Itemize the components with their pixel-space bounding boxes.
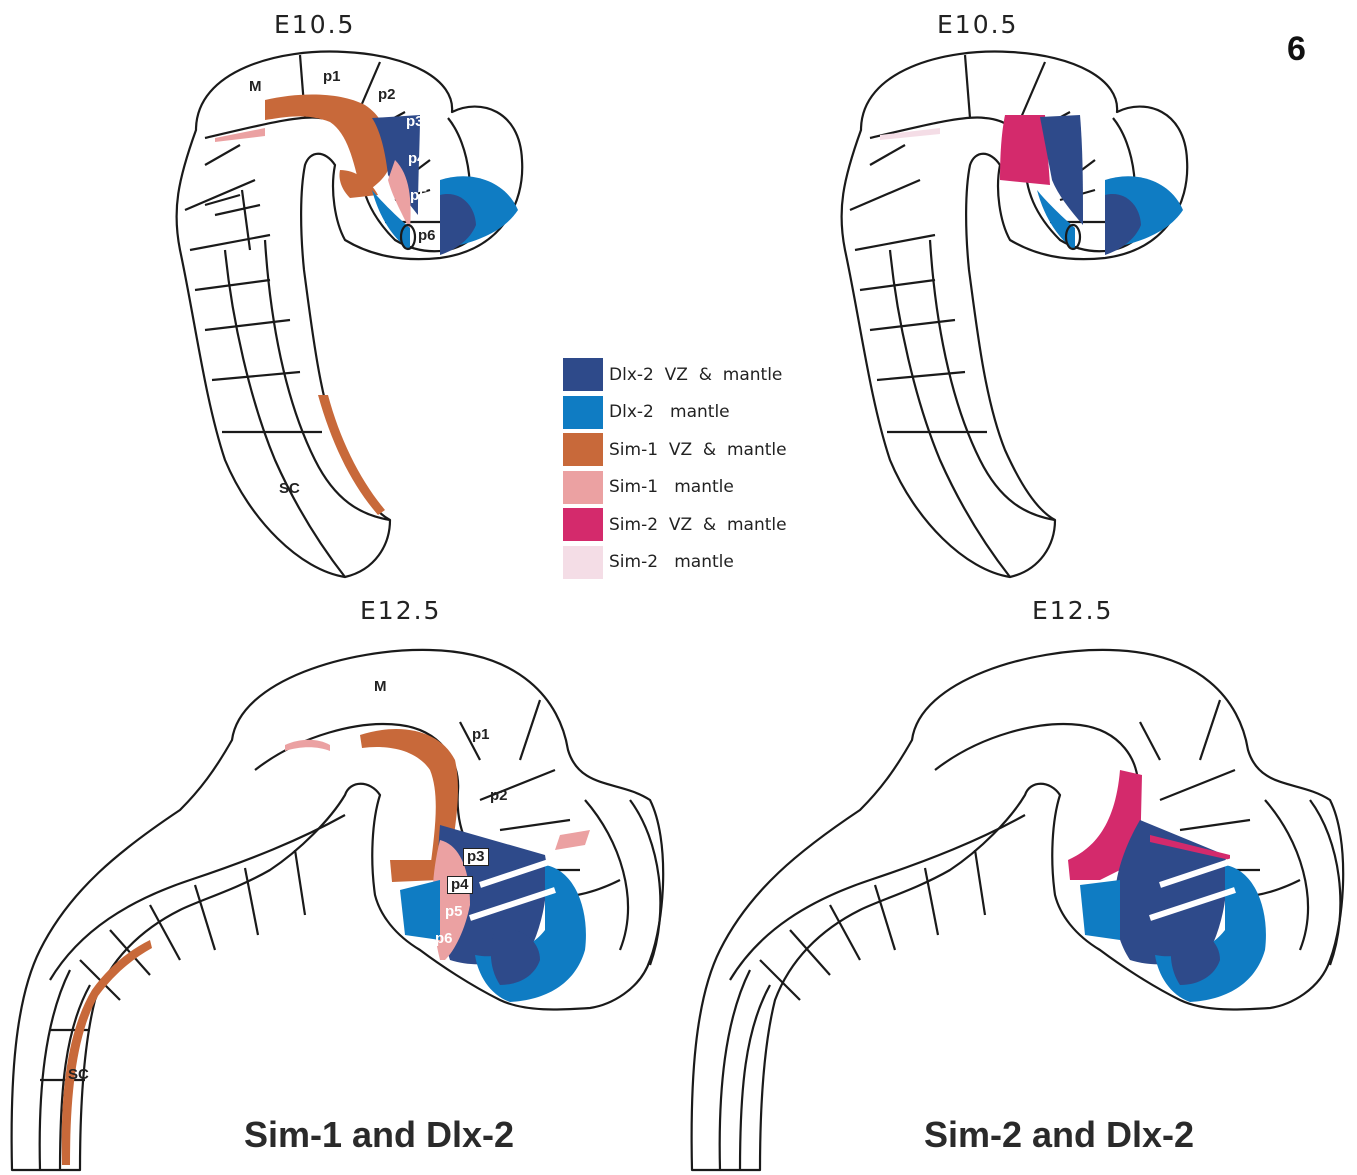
region-label-sc: SC: [68, 1066, 89, 1083]
stage-label-bottom-right: E12.5: [1032, 596, 1113, 625]
region-label-m: M: [374, 678, 387, 695]
legend-swatch: [563, 358, 603, 391]
caption-bottom-right: Sim-2 and Dlx-2: [924, 1114, 1194, 1156]
region-label-p2: p2: [378, 86, 396, 103]
expression-fills-top-right: [880, 115, 1183, 255]
legend-swatch: [563, 396, 603, 429]
region-label-p5: p5: [445, 903, 463, 920]
legend: Dlx-2 VZ & mantle Dlx-2 mantle Sim-1 VZ …: [563, 356, 843, 581]
legend-label: Dlx-2 VZ & mantle: [609, 365, 782, 385]
region-label-m: M: [249, 78, 262, 95]
stage-label-top-right: E10.5: [937, 10, 1018, 39]
region-label-p3: p3: [463, 848, 489, 866]
legend-swatch: [563, 508, 603, 541]
legend-swatch: [563, 546, 603, 579]
legend-item: Dlx-2 mantle: [563, 394, 843, 432]
region-label-p1: p1: [323, 68, 341, 85]
expression-fills-bottom-left: [62, 729, 590, 1165]
caption-bottom-left: Sim-1 and Dlx-2: [244, 1114, 514, 1156]
legend-label: Sim-2 VZ & mantle: [609, 515, 787, 535]
legend-item: Sim-1 VZ & mantle: [563, 431, 843, 469]
region-label-p6: p6: [435, 930, 453, 947]
region-label-p1: p1: [472, 726, 490, 743]
region-label-p5: p5: [410, 187, 428, 204]
region-label-p3: p3: [406, 113, 424, 130]
figure-number: 6: [1287, 30, 1306, 69]
legend-swatch: [563, 433, 603, 466]
legend-label: Sim-1 mantle: [609, 477, 734, 497]
legend-item: Dlx-2 VZ & mantle: [563, 356, 843, 394]
legend-item: Sim-2 VZ & mantle: [563, 506, 843, 544]
legend-swatch: [563, 471, 603, 504]
stage-label-top-left: E10.5: [274, 10, 355, 39]
legend-item: Sim-2 mantle: [563, 544, 843, 582]
region-label-sc: SC: [279, 480, 300, 497]
legend-label: Sim-1 VZ & mantle: [609, 440, 787, 460]
region-label-p2: p2: [490, 787, 508, 804]
region-label-p4: p4: [447, 876, 473, 894]
region-label-p4: p4: [408, 150, 426, 167]
expression-fills-bottom-right: [1068, 770, 1266, 1002]
expression-fills-top-left: [215, 95, 518, 515]
stage-label-bottom-left: E12.5: [360, 596, 441, 625]
legend-label: Dlx-2 mantle: [609, 402, 730, 422]
region-label-p6: p6: [418, 227, 436, 244]
legend-item: Sim-1 mantle: [563, 469, 843, 507]
legend-label: Sim-2 mantle: [609, 552, 734, 572]
